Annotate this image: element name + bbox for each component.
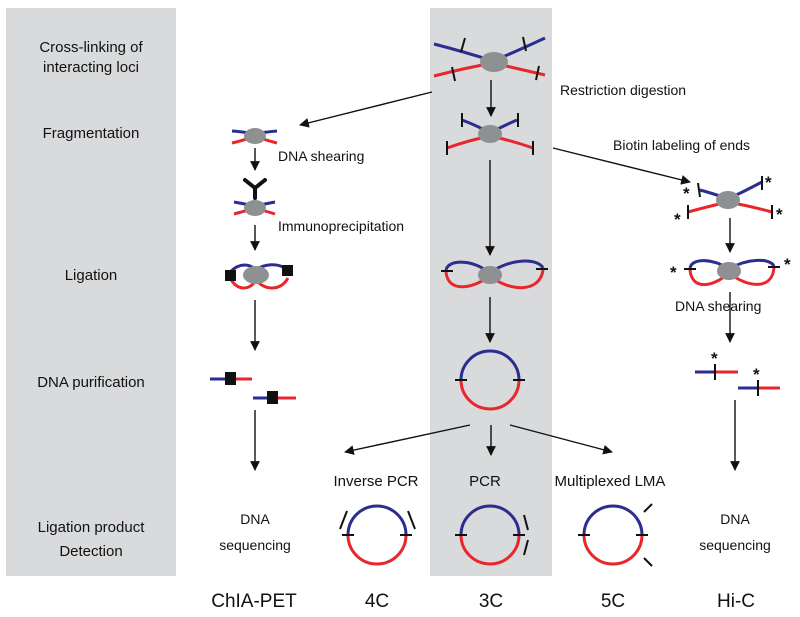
fragmented-complex <box>446 113 534 155</box>
linker-block <box>282 265 293 276</box>
biotin-mark: * <box>784 255 791 274</box>
step-labels: Cross-linking of interacting loci Fragme… <box>37 39 145 560</box>
chia-ligated-complex <box>225 263 293 290</box>
chia-sheared-fragment <box>233 200 276 216</box>
biotin-mark: * <box>776 205 783 224</box>
biotin-mark: * <box>711 349 718 368</box>
hic-purified-products: * * <box>695 349 780 396</box>
step-detection: Detection <box>59 543 122 560</box>
method-4c: 4C <box>365 591 389 612</box>
chia-purified-products <box>210 372 296 404</box>
linker-block <box>225 372 236 385</box>
note-sequencing-chia: sequencing <box>219 537 291 553</box>
step-ligation-product: Ligation product <box>38 519 146 536</box>
note-dna-shearing-chia: DNA shearing <box>278 148 364 164</box>
chia-fragment <box>231 128 278 145</box>
antibody-icon <box>243 178 267 200</box>
product-circle-3c <box>455 504 529 566</box>
step-crosslinking-1: Cross-linking of <box>39 39 143 56</box>
ligated-circle-3c <box>455 349 525 411</box>
note-restriction-digestion: Restriction digestion <box>560 82 686 98</box>
protein-blob <box>716 191 740 209</box>
protein-blob <box>244 200 266 216</box>
protein-blob <box>478 125 502 143</box>
note-dna-hic: DNA <box>720 511 750 527</box>
detection-multiplexed-lma: Multiplexed LMA <box>555 473 666 490</box>
method-5c: 5C <box>601 591 625 612</box>
detection-inverse-pcr: Inverse PCR <box>333 473 418 490</box>
step-fragmentation: Fragmentation <box>43 125 140 142</box>
step-crosslinking-2: interacting loci <box>43 59 139 76</box>
product-circle-5c <box>578 503 653 567</box>
protein-blob <box>717 262 741 280</box>
protein-blob <box>243 266 269 284</box>
biotin-mark: * <box>670 263 677 282</box>
product-circle-4c <box>339 504 416 566</box>
steps-panel <box>6 8 176 576</box>
biotin-mark: * <box>674 210 681 229</box>
biotin-mark: * <box>753 365 760 384</box>
method-3c: 3C <box>479 591 503 612</box>
note-immunoprecipitation: Immunoprecipitation <box>278 218 404 234</box>
biotin-mark: * <box>765 173 772 192</box>
crosslinked-complex <box>433 36 546 82</box>
method-hi-c: Hi-C <box>717 591 755 612</box>
note-dna-shearing-hic: DNA shearing <box>675 298 761 314</box>
hic-ligated-complex: * * <box>670 255 791 287</box>
protein-blob <box>244 128 266 144</box>
ligated-complex-3c <box>441 259 548 290</box>
method-chia-pet: ChIA-PET <box>211 591 297 612</box>
protein-blob <box>478 266 502 284</box>
note-sequencing-hic: sequencing <box>699 537 771 553</box>
biotin-mark: * <box>683 184 690 203</box>
method-labels: ChIA-PET 4C 3C 5C Hi-C <box>211 591 755 612</box>
protein-blob <box>480 52 508 72</box>
step-dna-purification: DNA purification <box>37 374 145 391</box>
linker-block <box>267 391 278 404</box>
detection-pcr: PCR <box>469 473 501 490</box>
note-dna-chia: DNA <box>240 511 270 527</box>
hic-labeled-fragment: * * * * <box>674 173 783 229</box>
linker-block <box>225 270 236 281</box>
note-biotin-labeling: Biotin labeling of ends <box>613 137 750 153</box>
step-ligation: Ligation <box>65 267 118 284</box>
